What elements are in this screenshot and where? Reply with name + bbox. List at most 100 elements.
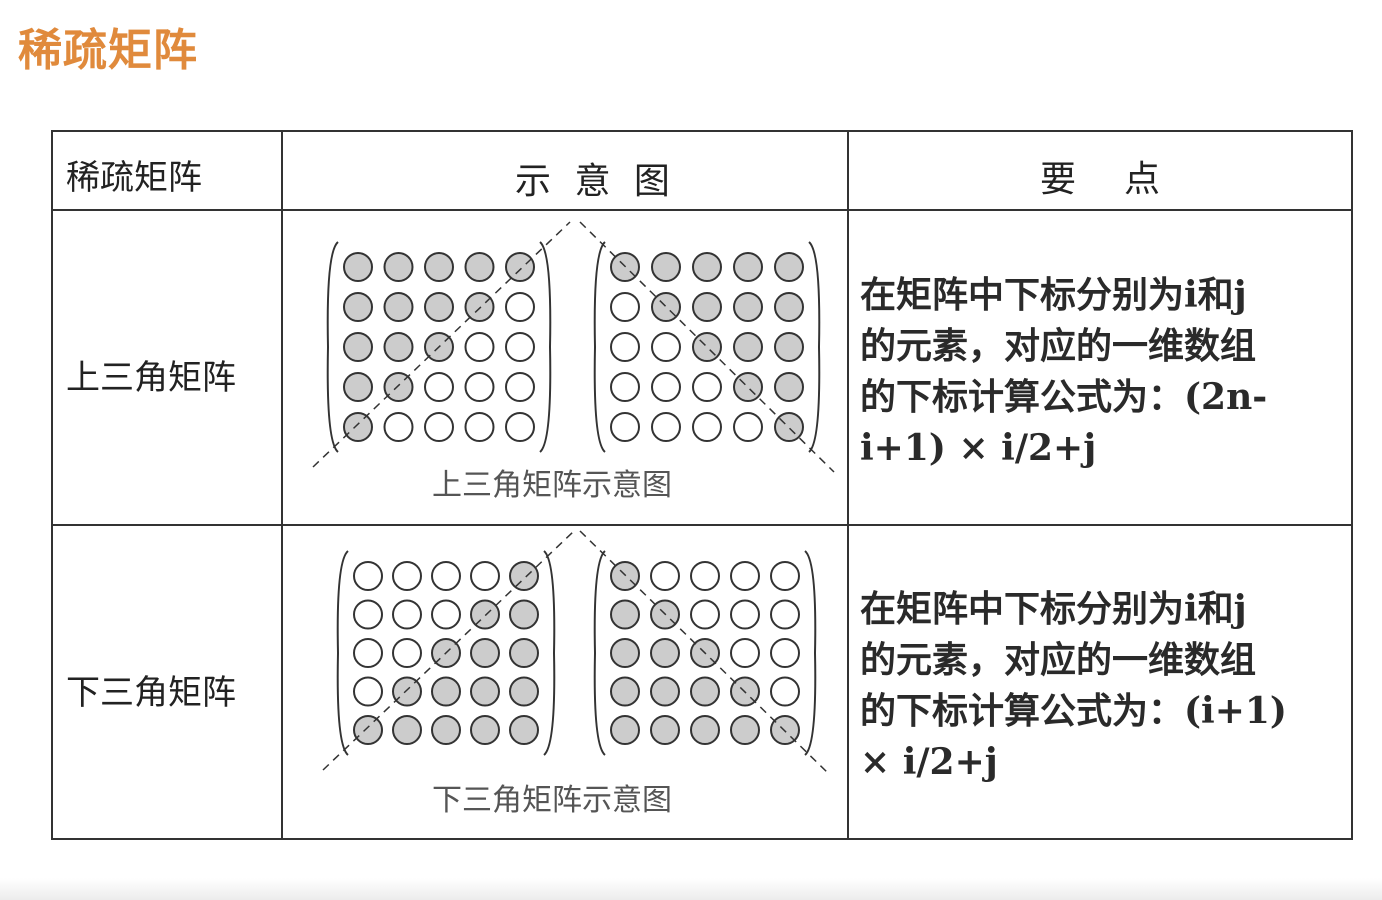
filled-element xyxy=(470,676,500,707)
filled-element xyxy=(353,715,383,745)
note-line: 的元素，对应的一维数组 xyxy=(860,639,1257,681)
filled-element xyxy=(733,252,763,282)
filled-element xyxy=(505,252,535,282)
row-divider xyxy=(51,209,1353,211)
zero-element xyxy=(770,561,800,591)
zero-element xyxy=(770,638,800,668)
left-bracket xyxy=(593,241,606,453)
filled-element xyxy=(383,332,414,362)
note-line: 的下标计算公式为：(i+1) xyxy=(860,690,1287,732)
zero-element xyxy=(353,599,383,630)
zero-element xyxy=(692,372,722,402)
filled-element xyxy=(470,638,500,668)
filled-element xyxy=(650,676,680,707)
diagonal-line xyxy=(322,530,575,771)
note-line: × i/2+j xyxy=(860,741,998,783)
zero-element xyxy=(392,561,422,591)
zero-element xyxy=(464,332,495,362)
filled-element xyxy=(431,676,461,707)
filled-element xyxy=(610,638,640,668)
filled-element xyxy=(733,332,763,362)
filled-element xyxy=(774,252,804,282)
filled-element xyxy=(730,715,760,745)
diagonal-line xyxy=(312,221,571,468)
filled-element xyxy=(692,332,722,362)
filled-element xyxy=(431,715,461,745)
zero-element xyxy=(424,412,454,442)
filled-element xyxy=(733,292,763,322)
right-bracket xyxy=(808,241,821,453)
zero-element xyxy=(651,332,681,362)
filled-element xyxy=(610,561,640,591)
row-label-lower-triangular: 下三角矩阵 xyxy=(66,673,236,713)
filled-element xyxy=(464,252,495,282)
zero-element xyxy=(650,561,680,591)
filled-element xyxy=(509,715,539,745)
upper-diagram-caption: 上三角矩阵示意图 xyxy=(432,468,672,503)
filled-element xyxy=(383,372,414,402)
zero-element xyxy=(733,412,763,442)
zero-element xyxy=(470,561,500,591)
zero-element xyxy=(690,561,720,591)
filled-element xyxy=(424,292,454,322)
filled-element xyxy=(343,252,373,282)
filled-element xyxy=(343,372,373,402)
upper-note: 在矩阵中下标分别为i和j 的元素，对应的一维数组 的下标计算公式为：(2n- i… xyxy=(860,270,1350,474)
row-label-upper-triangular: 上三角矩阵 xyxy=(66,358,236,398)
note-line: 在矩阵中下标分别为i和j xyxy=(860,274,1247,316)
filled-element xyxy=(650,715,680,745)
note-line: i+1) × i/2+j xyxy=(860,427,1097,469)
filled-element xyxy=(343,412,373,442)
filled-element xyxy=(733,372,763,402)
diagonal-line xyxy=(579,530,831,776)
filled-element xyxy=(774,372,804,402)
zero-element xyxy=(730,638,760,668)
filled-element xyxy=(651,252,681,282)
filled-element xyxy=(774,292,804,322)
filled-element xyxy=(692,292,722,322)
diagonal-line xyxy=(579,221,835,473)
column-divider xyxy=(281,130,283,840)
zero-element xyxy=(770,599,800,630)
filled-element xyxy=(610,599,640,630)
note-line: 在矩阵中下标分别为i和j xyxy=(860,588,1247,630)
filled-element xyxy=(509,676,539,707)
zero-element xyxy=(770,676,800,707)
zero-element xyxy=(505,292,535,322)
filled-element xyxy=(690,676,720,707)
filled-element xyxy=(690,715,720,745)
zero-element xyxy=(431,599,461,630)
filled-element xyxy=(610,715,640,745)
lower-note: 在矩阵中下标分别为i和j 的元素，对应的一维数组 的下标计算公式为：(i+1) … xyxy=(860,584,1350,788)
page-title: 稀疏矩阵 xyxy=(18,25,198,76)
lower-diagram-caption: 下三角矩阵示意图 xyxy=(432,783,672,818)
zero-element xyxy=(383,412,414,442)
zero-element xyxy=(651,412,681,442)
filled-element xyxy=(509,561,539,591)
filled-element xyxy=(509,638,539,668)
zero-element xyxy=(392,599,422,630)
upper-triangular-diagram xyxy=(312,221,835,473)
header-sparse-matrix: 稀疏矩阵 xyxy=(66,158,202,198)
filled-element xyxy=(383,292,414,322)
right-bracket xyxy=(543,550,556,756)
zero-element xyxy=(610,332,640,362)
zero-element xyxy=(651,372,681,402)
zero-element xyxy=(505,332,535,362)
filled-element xyxy=(392,676,422,707)
zero-element xyxy=(431,561,461,591)
filled-element xyxy=(464,292,495,322)
filled-element xyxy=(383,252,414,282)
left-bracket xyxy=(336,550,349,756)
zero-element xyxy=(692,412,722,442)
note-line: 的元素，对应的一维数组 xyxy=(860,325,1257,367)
zero-element xyxy=(690,599,720,630)
filled-element xyxy=(343,292,373,322)
sparse-matrix-table xyxy=(51,130,1353,840)
header-diagram: 示 意 图 xyxy=(515,161,676,202)
zero-element xyxy=(464,412,495,442)
zero-element xyxy=(610,372,640,402)
column-divider xyxy=(847,130,849,840)
zero-element xyxy=(610,292,640,322)
filled-element xyxy=(343,332,373,362)
